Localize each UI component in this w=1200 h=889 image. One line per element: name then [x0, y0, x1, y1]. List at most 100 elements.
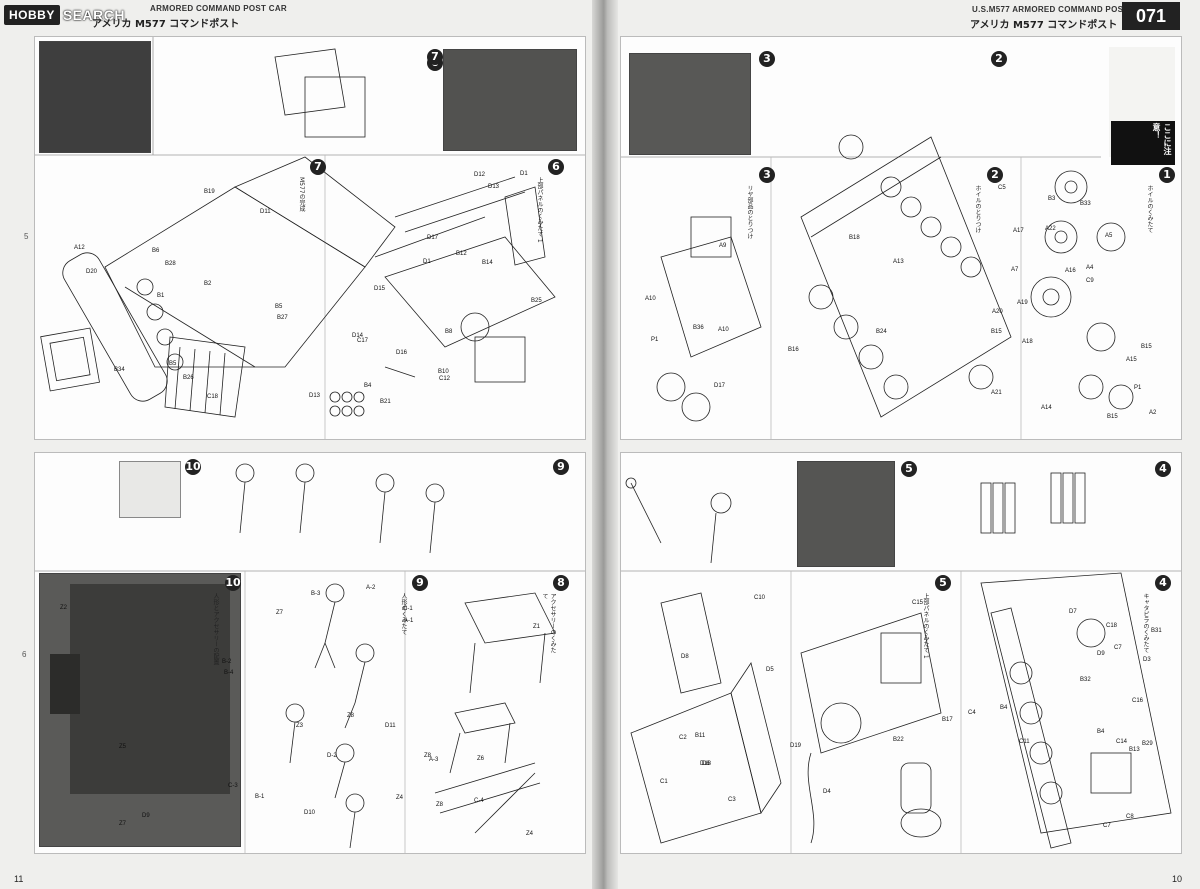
part-label: A-3 — [429, 757, 439, 763]
right-header-en: U.S.M577 ARMORED COMMAND POST CAR — [972, 5, 1150, 14]
part-label: D10 — [304, 810, 316, 816]
part-label: D14 — [352, 333, 364, 339]
step-9-badge: 9 — [412, 575, 428, 591]
part-label: D7 — [1069, 609, 1077, 615]
part-label: A12 — [74, 245, 85, 251]
part-label: C-1 — [403, 606, 413, 612]
step-8-title: アクセサリーのくみたて — [541, 593, 556, 653]
part-label: B12 — [456, 251, 467, 257]
part-label: B29 — [1142, 741, 1153, 747]
part-label: C10 — [754, 595, 766, 601]
issue-number-badge: 071 — [1122, 2, 1180, 30]
part-label: A9 — [719, 243, 727, 249]
part-label: B10 — [438, 369, 449, 375]
right-top-photo — [629, 53, 751, 155]
part-label: A17 — [1013, 228, 1024, 234]
part-label: B24 — [876, 329, 887, 335]
part-label: B33 — [1080, 201, 1091, 207]
part-label: B31 — [1151, 628, 1162, 634]
part-label: D17 — [427, 235, 439, 241]
part-label: B25 — [531, 298, 542, 304]
sketch-inset — [119, 461, 181, 518]
left-top-line-art — [35, 37, 585, 439]
part-label: D15 — [374, 286, 386, 292]
step-5-title: 上部パネルのくみたて 1 — [922, 593, 929, 659]
step-1-badge: 1 — [1159, 167, 1175, 183]
left-top-photo-2 — [443, 49, 577, 151]
left-header-en: ARMORED COMMAND POST CAR — [150, 4, 287, 13]
part-label: P1 — [651, 337, 659, 343]
part-label: B4 — [1097, 729, 1105, 735]
step-10-badge: 10 — [225, 575, 241, 591]
part-label: B34 — [114, 367, 125, 373]
part-label: A5 — [1105, 233, 1113, 239]
step-3-badge-top: 3 — [759, 51, 775, 67]
part-label: B18 — [849, 235, 860, 241]
part-label: C4 — [968, 710, 976, 716]
part-label: B27 — [277, 315, 288, 321]
step-5-badge-top: 5 — [901, 461, 917, 477]
part-label: D6 — [702, 761, 710, 767]
part-label: B4 — [364, 383, 372, 389]
part-label: C18 — [1106, 623, 1118, 629]
step-9-title: 人形のくみたて — [400, 593, 407, 635]
step-2-badge-top: 2 — [991, 51, 1007, 67]
part-label: C-4 — [474, 798, 484, 804]
left-page: HOBBY SEARCH ARMORED COMMAND POST CAR アメ… — [0, 0, 596, 889]
part-label: D1 — [423, 259, 431, 265]
part-label: B22 — [893, 737, 904, 743]
part-label: A13 — [893, 259, 904, 265]
part-label: A22 — [1045, 226, 1056, 232]
caution-callout: ここに注意！ — [1111, 121, 1175, 165]
part-label: B16 — [788, 347, 799, 353]
part-label: B-1 — [255, 794, 265, 800]
part-label: A14 — [1041, 405, 1052, 411]
watermark-box: HOBBY — [4, 5, 60, 25]
part-label: C15 — [912, 600, 924, 606]
step-6-badge: 6 — [548, 159, 564, 175]
part-label: C17 — [357, 338, 369, 344]
part-label: C9 — [1086, 278, 1094, 284]
part-label: Z7 — [276, 610, 284, 616]
part-label: C8 — [1126, 814, 1134, 820]
part-label: Z8 — [347, 713, 355, 719]
step-4-title: キャタピラのくみたて — [1142, 593, 1149, 653]
part-label: C14 — [1116, 739, 1128, 745]
part-label: Z8 — [436, 802, 444, 808]
step-9-badge-top: 9 — [553, 459, 569, 475]
part-label: B-2 — [222, 659, 232, 665]
part-label: D19 — [790, 743, 802, 749]
part-label: B2 — [204, 281, 212, 287]
part-label: C12 — [439, 376, 451, 382]
step-1-title: ホイルのくみたて — [1146, 185, 1153, 233]
part-label: A4 — [1086, 265, 1094, 271]
part-label: B26 — [183, 375, 194, 381]
part-label: B13 — [1129, 747, 1140, 753]
part-label: C7 — [1103, 823, 1111, 829]
left-bottom-instruction-sheet: 8 アクセサリーのくみたて 9 人形のくみたて 10 人形とアクセサリーの配置 … — [34, 452, 586, 854]
part-label: B4 — [1000, 705, 1008, 711]
part-label: C11 — [1019, 739, 1030, 745]
part-label: D4 — [823, 789, 831, 795]
part-label: B-4 — [224, 670, 234, 676]
part-label: A20 — [992, 309, 1003, 315]
part-label: D8 — [681, 654, 689, 660]
part-label: D9 — [142, 813, 150, 819]
part-label: A-1 — [404, 618, 414, 624]
watermark-word: SEARCH — [62, 7, 125, 23]
part-label: C16 — [1132, 698, 1144, 704]
part-label: D9 — [1097, 651, 1105, 657]
right-top-instruction-sheet: ここに注意！ 1 ホイルのくみたて 2 ホイルのとりつけ 3 リヤ部品のとりつけ… — [620, 36, 1182, 440]
part-label: A21 — [991, 390, 1002, 396]
part-label: Z8 — [424, 753, 432, 759]
part-label: D13 — [488, 184, 500, 190]
part-label: D16 — [396, 350, 408, 356]
part-label: C7 — [1114, 645, 1122, 651]
step-7-badge-top: 7 — [427, 49, 443, 65]
part-label: D18 — [700, 761, 712, 767]
part-label: C-3 — [228, 783, 238, 789]
step-4-badge: 4 — [1155, 575, 1171, 591]
part-label: B5 — [169, 361, 177, 367]
